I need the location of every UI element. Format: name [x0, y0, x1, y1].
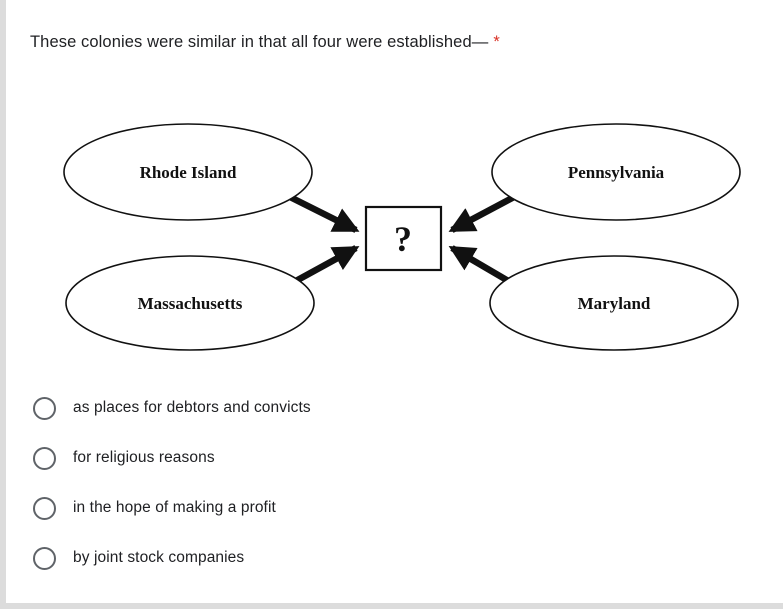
arrow-rhode-island: [286, 193, 360, 233]
node-ellipse-rhode-island: [63, 123, 313, 221]
node-label-massachusetts: Massachusetts: [138, 294, 243, 313]
option-row-3[interactable]: in the hope of making a profit: [33, 483, 311, 533]
question-title: These colonies were similar in that all …: [30, 30, 500, 54]
option-row-2[interactable]: for religious reasons: [33, 433, 311, 483]
option-row-4[interactable]: by joint stock companies: [33, 533, 311, 583]
answer-options: as places for debtors and convicts for r…: [33, 383, 311, 583]
radio-button-3[interactable]: [33, 496, 56, 520]
radio-button-4[interactable]: [33, 546, 56, 570]
arrow-pennsylvania: [448, 193, 518, 233]
node-label-maryland: Maryland: [578, 294, 651, 313]
colonies-diagram-svg: Rhode Island Pennsylvania Massachusetts …: [63, 123, 741, 351]
node-label-pennsylvania: Pennsylvania: [568, 163, 665, 182]
node-ellipse-maryland: [489, 255, 739, 351]
option-row-1[interactable]: as places for debtors and convicts: [33, 383, 311, 433]
center-question-mark: ?: [394, 219, 412, 259]
node-label-rhode-island: Rhode Island: [140, 163, 237, 182]
arrow-maryland: [448, 245, 512, 285]
node-ellipse-pennsylvania: [491, 123, 741, 221]
page-edge-bottom: [0, 603, 783, 609]
radio-button-1[interactable]: [33, 396, 56, 420]
node-ellipse-massachusetts: [65, 255, 315, 351]
center-box: [364, 205, 443, 272]
page-edge-left: [0, 0, 6, 609]
colonies-diagram: Rhode Island Pennsylvania Massachusetts …: [0, 110, 783, 362]
option-label-3: in the hope of making a profit: [73, 499, 276, 516]
question-text: These colonies were similar in that all …: [30, 33, 489, 51]
option-label-2: for religious reasons: [73, 449, 215, 466]
option-label-4: by joint stock companies: [73, 549, 245, 566]
arrow-massachusetts: [292, 245, 360, 285]
required-asterisk: *: [493, 33, 500, 51]
radio-button-2[interactable]: [33, 446, 56, 470]
option-label-1: as places for debtors and convicts: [73, 399, 311, 416]
